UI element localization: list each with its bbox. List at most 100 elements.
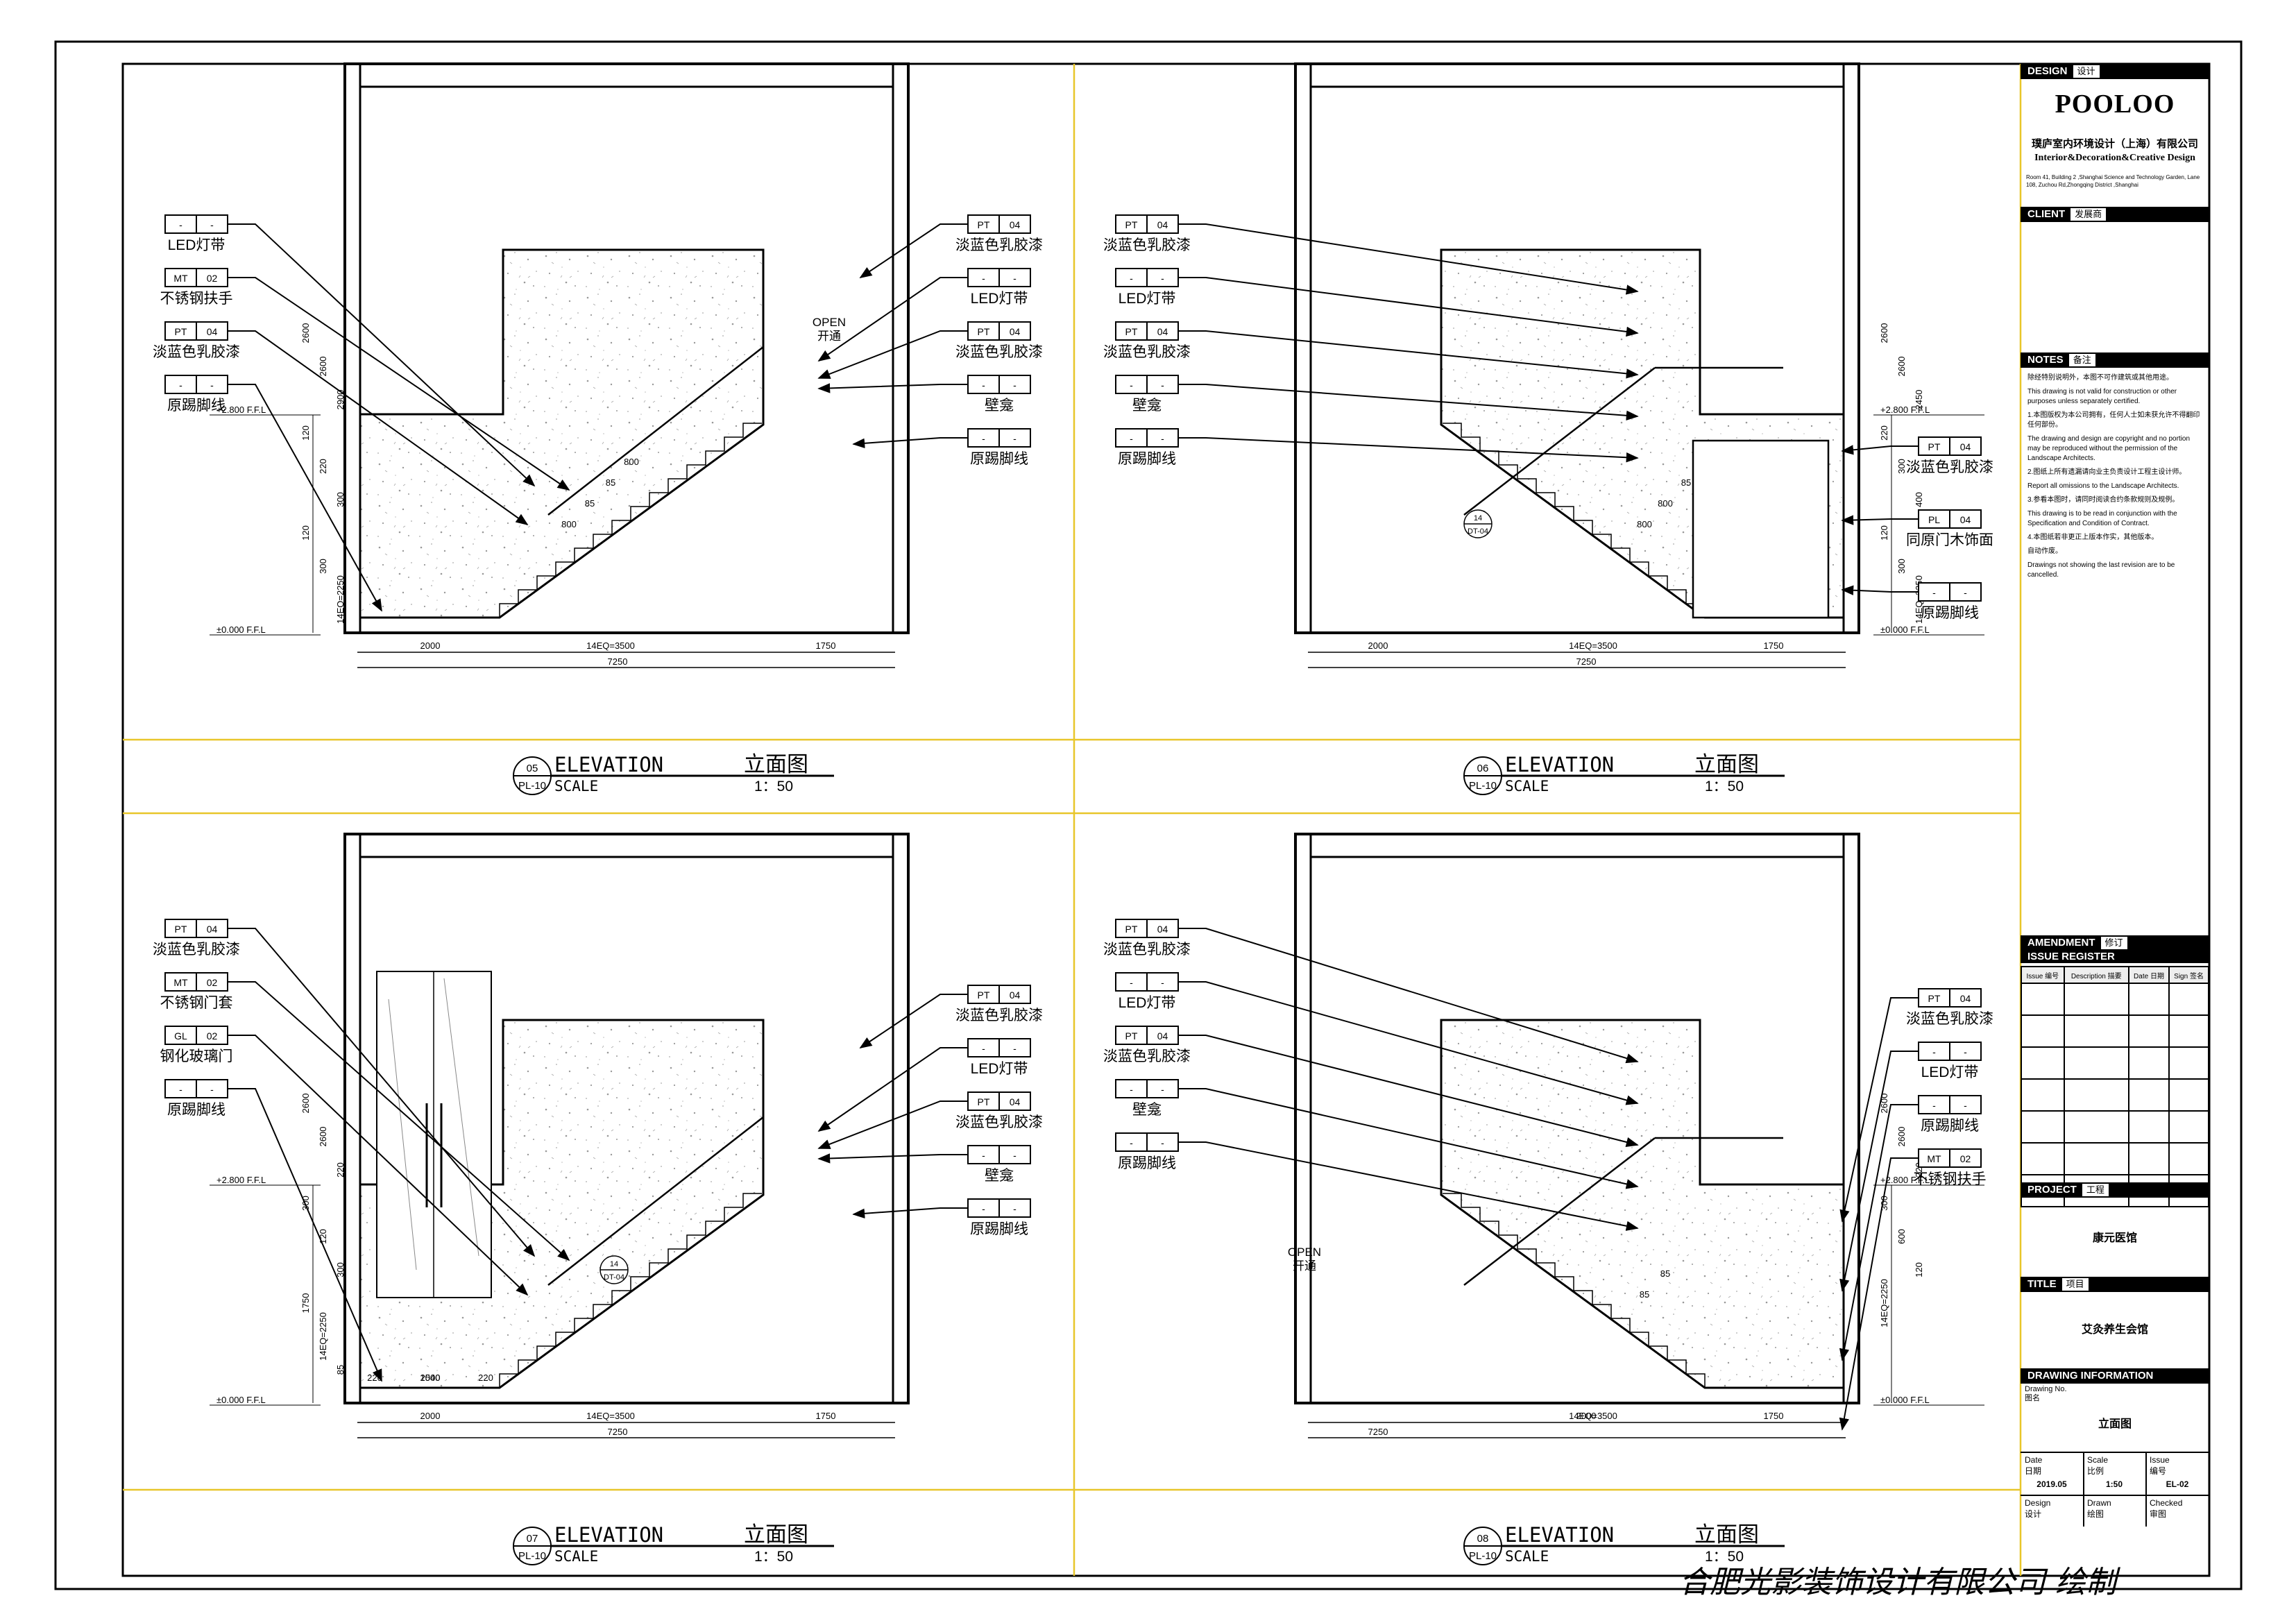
dimension-text: 220 bbox=[318, 459, 328, 474]
scale-value: 1:50 bbox=[2105, 1479, 2123, 1489]
dimension-text: 1750 bbox=[816, 640, 836, 651]
leader-line bbox=[228, 330, 529, 526]
dimension-text: 220 bbox=[1879, 425, 1889, 441]
dimension-text: 1750 bbox=[816, 1411, 836, 1421]
amendment-header: Date 日期 bbox=[2127, 966, 2170, 984]
checked-label-cn: 审图 bbox=[2150, 1509, 2167, 1519]
leader-line bbox=[859, 994, 968, 1049]
tag-num: 04 bbox=[1010, 1096, 1021, 1107]
leader-line bbox=[1178, 928, 1639, 1064]
tag-label: 淡蓝色乳胶漆 bbox=[955, 344, 1043, 360]
leader-line bbox=[228, 981, 570, 1261]
tag-label: 原踢脚线 bbox=[970, 1221, 1028, 1237]
dimension-text: 14EQ=3500 bbox=[1569, 1411, 1617, 1421]
tag-code: - bbox=[1932, 1100, 1936, 1111]
drawing-no-label-en: Drawing No. bbox=[2025, 1385, 2067, 1393]
company-logo: POOLOO bbox=[2055, 90, 2175, 119]
tag-code: - bbox=[982, 1150, 985, 1161]
material-tag: --原踢脚线 bbox=[164, 375, 382, 612]
leader-line bbox=[1841, 585, 1919, 595]
material-tag: --LED灯带 bbox=[1115, 268, 1639, 337]
leader-line bbox=[817, 1153, 968, 1164]
leader-line bbox=[228, 1035, 529, 1296]
dimension-text: 14EQ=2250 bbox=[335, 575, 346, 624]
tag-label: 淡蓝色乳胶漆 bbox=[1906, 1011, 1993, 1027]
project-name: 康元医馆 bbox=[2092, 1232, 2137, 1244]
level-mark: ±0.000 F.F.L bbox=[1880, 1395, 1930, 1405]
section-issue-register-label: ISSUE REGISTER bbox=[2027, 951, 2115, 962]
leader-line bbox=[1178, 1141, 1639, 1231]
drawn-label-en: Drawn bbox=[2087, 1498, 2111, 1508]
dimension-text: 2600 bbox=[300, 1094, 311, 1114]
dimension-text: 85 bbox=[335, 1365, 346, 1375]
elevation-number: 08 bbox=[1477, 1533, 1489, 1545]
material-tag: --壁龛 bbox=[817, 1145, 1031, 1184]
painted-wall-face bbox=[1440, 1019, 1845, 1389]
scale-value: 1：50 bbox=[754, 779, 793, 794]
scale-label: SCALE bbox=[1505, 778, 1549, 794]
scale-value: 1：50 bbox=[1705, 779, 1744, 794]
dimension-text: 1750 bbox=[1764, 640, 1784, 651]
issue-label-cn: 编号 bbox=[2150, 1466, 2167, 1476]
tag-num: 02 bbox=[207, 273, 218, 284]
tag-code: MT bbox=[173, 977, 188, 988]
leader-line bbox=[817, 1101, 968, 1149]
dimension-text: 2600 bbox=[318, 357, 328, 377]
tag-num: - bbox=[210, 1084, 214, 1095]
tag-label: 不锈钢扶手 bbox=[160, 291, 233, 307]
tag-num: - bbox=[1161, 1084, 1164, 1095]
issue-label-en: Issue bbox=[2150, 1455, 2170, 1465]
tag-code: - bbox=[982, 1043, 985, 1054]
handrail bbox=[1463, 1137, 1783, 1286]
dimension-text: 85 bbox=[1660, 1268, 1670, 1279]
dimension-text: 2600 bbox=[1879, 323, 1889, 343]
dimension-text: 2900 bbox=[335, 390, 346, 410]
tag-code: MT bbox=[1927, 1153, 1941, 1164]
open-label: OPEN bbox=[813, 316, 846, 329]
painted-wall-face bbox=[359, 248, 765, 619]
tag-code: - bbox=[982, 433, 985, 444]
company-name-cn: 璞庐室内环境设计（上海）有限公司 bbox=[2031, 138, 2198, 150]
tag-label: LED灯带 bbox=[971, 1061, 1028, 1077]
tag-label: 淡蓝色乳胶漆 bbox=[955, 1008, 1043, 1023]
tag-label: 钢化玻璃门 bbox=[160, 1048, 233, 1064]
dimension-text: 2600 bbox=[1896, 1127, 1907, 1147]
section-notes-label: NOTES bbox=[2027, 354, 2064, 366]
tag-code: - bbox=[1130, 273, 1133, 284]
tag-num: - bbox=[1161, 977, 1164, 988]
elevation-title-cn: 立面图 bbox=[744, 752, 808, 776]
handrail bbox=[547, 1116, 764, 1286]
tag-code: - bbox=[982, 380, 985, 391]
date-label-en: Date bbox=[2025, 1455, 2043, 1465]
outer-border bbox=[54, 40, 2243, 1590]
material-tag: --壁龛 bbox=[817, 375, 1031, 414]
tag-num: 04 bbox=[1960, 441, 1971, 452]
tag-label: 不锈钢门套 bbox=[160, 995, 233, 1011]
section-design-cn: 设计 bbox=[2073, 65, 2100, 78]
section-issue-register: ISSUE REGISTER bbox=[2021, 949, 2209, 963]
tag-num: 04 bbox=[1157, 1030, 1168, 1042]
issue-value: EL-02 bbox=[2166, 1479, 2189, 1489]
tag-code: - bbox=[982, 1203, 985, 1214]
tag-label: 原踢脚线 bbox=[1921, 605, 1979, 621]
tag-code: PT bbox=[1928, 441, 1941, 452]
title-name: 艾灸养生会馆 bbox=[2081, 1324, 2148, 1336]
leader-line bbox=[852, 437, 968, 449]
stair-steps bbox=[499, 423, 762, 618]
section-amendment-cn: 修订 bbox=[2100, 937, 2127, 950]
amendment-header: Issue 编号 bbox=[2021, 966, 2065, 984]
material-tag: --LED灯带 bbox=[1115, 972, 1639, 1105]
dimension-text: 300 bbox=[1896, 559, 1907, 574]
dimension-text: 120 bbox=[1879, 525, 1889, 541]
dimension-text: 14EQ=2250 bbox=[318, 1312, 328, 1361]
tag-code: GL bbox=[174, 1030, 187, 1042]
elevation-panel-05: +2.800 F.F.L±0.000 F.F.L2600260029001202… bbox=[153, 62, 1043, 795]
